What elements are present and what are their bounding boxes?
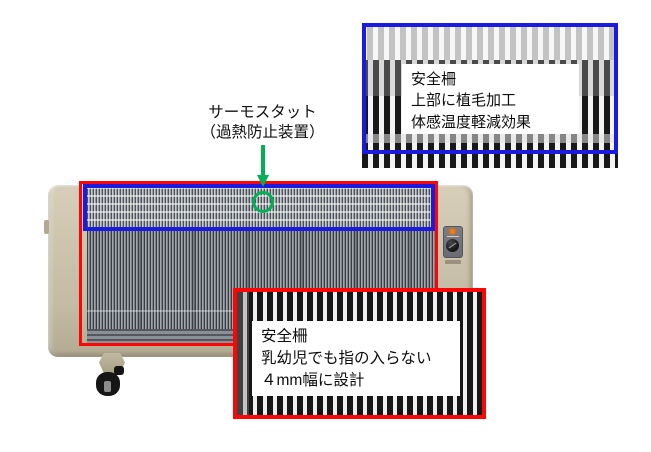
callout-top-line3: 体感温度軽減効果 xyxy=(411,113,532,131)
callout-bottom-line1: 安全柵 xyxy=(261,328,308,345)
thermostat-arrow xyxy=(261,145,265,177)
thermostat-label-line2: （過熱防止装置） xyxy=(200,124,325,142)
thermostat-arrow-head-icon xyxy=(257,175,269,187)
callout-bottom-line2: 乳幼児でも指の入らない xyxy=(261,350,432,367)
thermostat-label-line1: サーモスタット xyxy=(208,104,317,121)
heater-foot-knob xyxy=(114,366,124,375)
callout-top-line2: 上部に植毛加工 xyxy=(411,92,517,110)
brand-logo xyxy=(445,260,461,264)
heater-side-notch xyxy=(44,220,49,234)
callout-top-textbox: 安全柵 上部に植毛加工 体感温度軽減効果 xyxy=(402,64,579,134)
power-led-icon xyxy=(450,229,455,234)
callout-bottom-textbox: 安全柵 乳幼児でも指の入らない ４mm幅に設計 xyxy=(252,321,460,396)
callout-top-flocked-strip xyxy=(362,26,618,60)
temperature-knob xyxy=(446,239,459,252)
thermostat-label: サーモスタット （過熱防止装置） xyxy=(170,103,355,144)
callout-bottom-shade xyxy=(237,292,249,415)
callout-top-line1: 安全柵 xyxy=(411,71,457,88)
thermostat-marker-circle xyxy=(252,191,274,213)
callout-bottom-line3: ４mm幅に設計 xyxy=(261,372,365,389)
callout-top-light-band xyxy=(362,134,618,143)
callout-top-border xyxy=(362,23,618,154)
control-panel-markings xyxy=(447,236,459,237)
caster-wheel xyxy=(96,372,120,396)
